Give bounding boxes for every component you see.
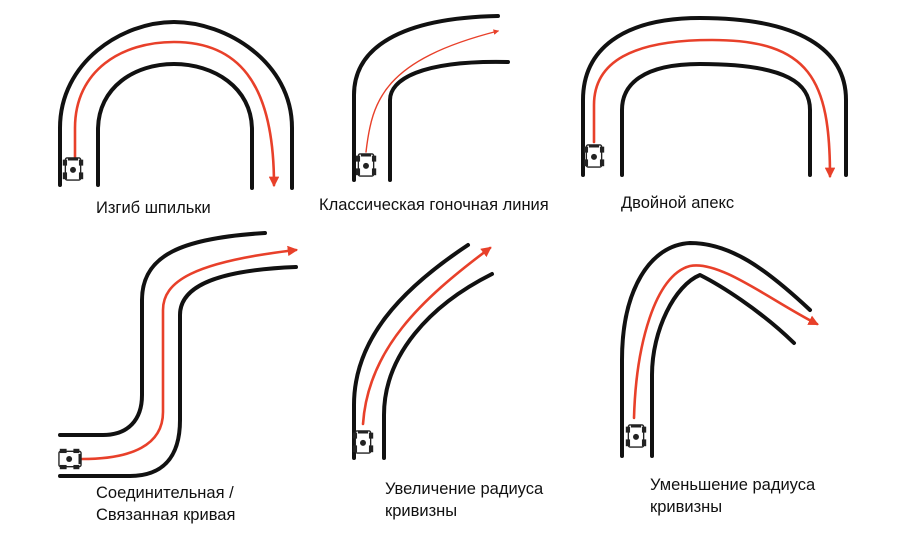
racing-line: [632, 264, 819, 420]
caption-linked: Соединительная / Связанная кривая: [96, 482, 235, 526]
caption-line: Увеличение радиуса: [385, 480, 544, 498]
track-outer-edge: [581, 16, 848, 177]
track-inner-edge: [620, 62, 812, 177]
racing-line: [365, 29, 500, 153]
caption-line: кривизны: [650, 498, 723, 516]
caption-hairpin: Изгиб шпильки: [96, 197, 211, 219]
caption-line: кривизны: [385, 502, 458, 520]
caption-decreasing: Уменьшение радиуса кривизны: [650, 474, 815, 518]
corner-linked: [58, 231, 299, 478]
corner-hairpin: [58, 20, 294, 190]
caption-line: Уменьшение радиуса: [650, 476, 816, 494]
track-inner-edge: [382, 272, 494, 460]
racing-line: [592, 38, 836, 179]
kart-icon: [625, 424, 647, 448]
track-inner-edge: [388, 59, 510, 182]
track-outer-edge: [352, 243, 470, 460]
corner-double-apex: [581, 16, 848, 179]
track-outer-edge: [58, 231, 267, 437]
track-inner-edge: [58, 265, 298, 478]
kart-icon: [62, 157, 84, 181]
kart-icon: [58, 448, 82, 470]
caption-line: Связанная кривая: [96, 506, 236, 524]
caption-double-apex: Двойной апекс: [621, 192, 734, 214]
track-outer-edge: [352, 14, 500, 182]
racing-line: [73, 40, 280, 188]
track-outer-edge: [58, 20, 294, 190]
corner-decreasing: [620, 241, 819, 458]
caption-line: Изгиб шпильки: [96, 199, 211, 217]
caption-classic: Классическая гоночная линия: [319, 194, 549, 216]
caption-line: Двойной апекс: [621, 194, 735, 212]
track-inner-edge: [96, 62, 254, 190]
caption-line: Соединительная /: [96, 484, 234, 502]
kart-icon: [352, 430, 374, 454]
kart-icon: [583, 144, 605, 168]
track-outer-edge: [620, 241, 812, 458]
kart-icon: [355, 153, 377, 177]
corner-increasing: [352, 243, 494, 460]
racing-line: [80, 245, 299, 461]
caption-line: Классическая гоночная линия: [319, 196, 549, 214]
track-inner-edge: [650, 273, 796, 458]
corner-classic: [352, 14, 510, 182]
caption-increasing: Увеличение радиуса кривизны: [385, 478, 543, 522]
racing-line: [361, 246, 492, 426]
